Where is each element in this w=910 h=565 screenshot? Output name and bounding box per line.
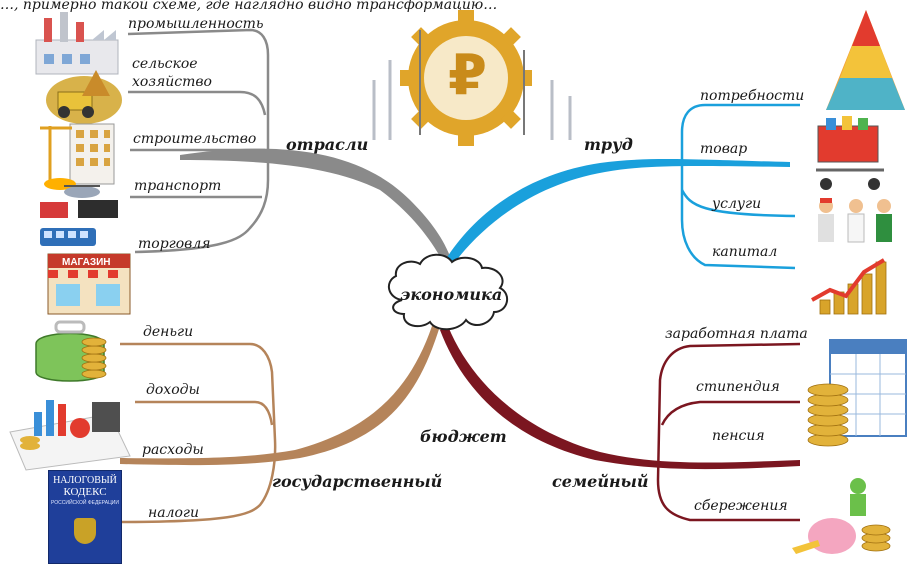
branch-industries-sub2 [128,90,267,116]
industries-item-industry: промышленность [128,16,264,32]
accounting-picture [9,400,131,471]
center-label: экономика [400,285,503,304]
purse-picture [35,320,107,382]
center-cloud-shape [387,253,509,331]
branch-industries-main [180,148,452,264]
branch-industries [127,28,452,264]
tax-book-title-1: НАЛОГОВЫЙ [53,475,117,486]
budget-item-taxes: налоги [148,505,200,521]
labor-item-services: услуги [712,196,762,212]
piggy-bank-picture [792,478,891,554]
food-pyramid-picture [826,10,905,110]
family-item-salary: заработная плата [665,326,808,342]
budget-item-money: деньги [143,324,194,340]
branch-family [440,326,801,522]
family-item-pension: пенсия [712,428,765,444]
coat-of-arms-icon [74,518,96,544]
ruble-gear-picture [372,10,572,146]
transport-picture [40,185,118,246]
store-picture [47,253,131,315]
branch-labor-main [444,159,790,266]
center-cloud [387,253,509,331]
calendar-coins-picture [807,339,907,447]
industries-branch-label: отрасли [286,135,369,154]
factory-picture [35,12,119,75]
labor-item-goods: товар [700,141,748,157]
industries-item-agriculture-1: сельское [132,56,198,72]
shopping-cart-picture [816,116,884,190]
branch-family-sub [656,342,801,522]
budget-branch-label: бюджет [420,427,507,446]
tax-code-book-picture: НАЛОГОВЫЙ КОДЕКС РОССИЙСКОЙ ФЕДЕРАЦИИ [48,470,122,564]
branch-family-sub2 [660,400,800,426]
ruble-symbol-icon: ₽ [448,43,487,108]
tax-book-sub: РОССИЙСКОЙ ФЕДЕРАЦИИ [51,500,119,506]
branch-budget [117,326,440,524]
store-sign-text: МАГАЗИН [62,257,111,268]
branch-budget-main [120,326,440,466]
branch-family-main [440,326,800,470]
construction-picture [40,123,115,190]
tax-book-title-2: КОДЕКС [63,486,107,498]
branch-budget-sub2 [135,400,274,426]
industries-item-transport: транспорт [134,178,222,194]
industries-item-trade: торговля [138,236,211,252]
branch-labor-sub2 [680,189,796,218]
family-branch-label: семейный [552,472,649,491]
labor-item-needs: потребности [700,88,805,104]
top-cropped-text: …, примерно такой схеме, где наглядно ви… [0,0,498,12]
branch-budget-sub [117,342,277,524]
family-item-savings: сбережения [694,498,788,514]
branch-industries-sub [127,28,270,254]
branch-labor-sub [680,103,800,270]
branch-labor [444,103,800,270]
family-item-stipend: стипендия [696,379,780,395]
agriculture-picture [46,70,122,124]
labor-item-capital: капитал [712,244,778,260]
budget-item-income: доходы [146,382,200,398]
industries-item-agriculture-2: хозяйство [132,74,212,90]
budget-item-expenses: расходы [142,442,204,458]
budget-sub-label-state: государственный [272,472,443,491]
workers-picture [818,198,892,243]
growth-chart-picture [811,258,887,315]
labor-branch-label: труд [584,135,633,154]
industries-item-construction: строительство [133,131,257,147]
